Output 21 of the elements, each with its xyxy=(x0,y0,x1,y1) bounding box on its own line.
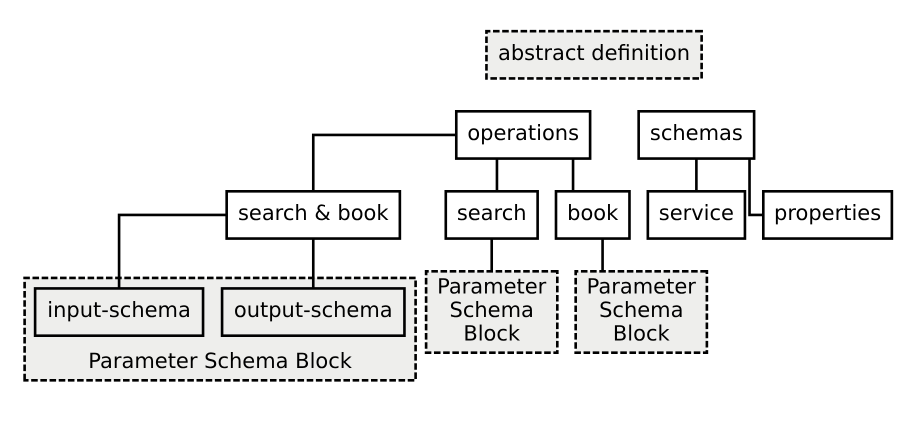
connector xyxy=(601,238,604,271)
connector xyxy=(490,238,494,271)
node-box: Parameter Schema Block xyxy=(424,270,559,354)
connector xyxy=(118,213,226,288)
node-box: schemas xyxy=(637,109,756,160)
connector xyxy=(572,158,574,190)
node-box: search & book xyxy=(225,190,402,240)
node-box: output-schema xyxy=(220,286,406,336)
connector xyxy=(695,158,698,190)
node-box: book xyxy=(554,190,631,240)
node-box: search xyxy=(444,190,539,240)
connector xyxy=(748,158,764,216)
connector xyxy=(496,158,498,190)
connector xyxy=(312,238,315,288)
node-box: properties xyxy=(762,190,894,240)
node-box: abstract definition xyxy=(485,29,703,80)
node-box: service xyxy=(646,190,746,240)
node-box: input-schema xyxy=(34,286,204,336)
node-box: Parameter Schema Block xyxy=(574,270,708,354)
connector xyxy=(312,133,456,190)
node-box: operations xyxy=(454,109,592,160)
